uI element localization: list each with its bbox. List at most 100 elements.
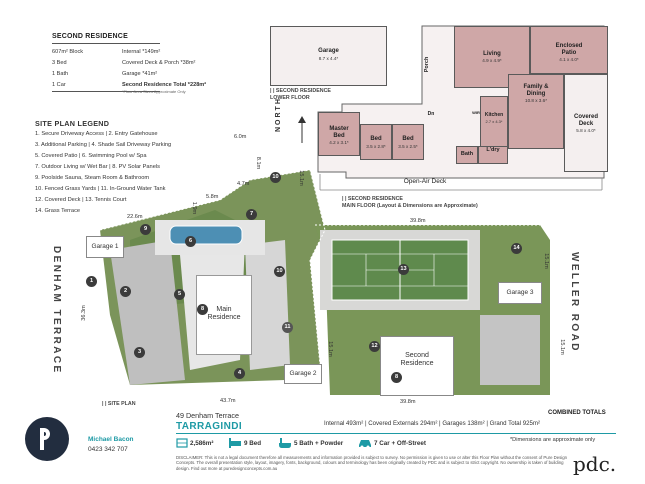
bath-icon: [279, 438, 291, 448]
legend-item: 10. Fenced Grass Yards | 11. In-Ground W…: [35, 186, 166, 192]
divider: [52, 43, 160, 44]
spec-left: 1 Car: [52, 82, 66, 88]
stat-car: 7 Car + Off-Street: [374, 440, 426, 447]
dim-label: 8.1m: [255, 156, 262, 170]
room-dim: 10.8 x 3.6*: [525, 98, 547, 103]
second-residence-title: SECOND RESIDENCE: [52, 33, 128, 40]
marker: 4: [234, 368, 245, 379]
room-bed-2: [360, 124, 392, 160]
pdc-logo: pdc.: [573, 452, 617, 476]
agent-name: Michael Bacon: [88, 436, 134, 443]
marker: 8: [391, 372, 402, 383]
room-dim: 2.7 x 4.3*: [485, 119, 503, 124]
spec-left: 1 Bath: [52, 71, 69, 77]
room-covered-deck: [564, 74, 608, 172]
lower-floor-garage: [270, 26, 387, 86]
room-dim: 3.5 x 2.8*: [366, 144, 386, 149]
main-residence-label: Main Residence: [207, 306, 241, 321]
stat-bed: 9 Bed: [244, 440, 262, 447]
dim-label: 6.0m: [234, 134, 247, 140]
room-name: Bath: [460, 151, 474, 157]
room-name: Kitchen: [484, 112, 504, 118]
room-dim: 8.7 x 4.4*: [318, 56, 339, 61]
room-bath: [456, 146, 478, 164]
main-residence-building: [196, 275, 252, 355]
street-left: DENHAM TERRACE: [51, 246, 62, 375]
site-plan-caption: | | SITE PLAN: [102, 401, 136, 407]
main-floor-caption: | | SECOND RESIDENCE MAIN FLOOR (Layout …: [342, 196, 478, 209]
marker: 6: [185, 236, 196, 247]
bed-icon: [229, 438, 241, 448]
dim-label: 1.9m: [191, 201, 198, 215]
north-arrow-icon: [298, 116, 306, 143]
legend-item: 5. Covered Patio | 6. Swimming Pool w/ S…: [35, 153, 147, 159]
room-name: Enclosed Patio: [555, 43, 583, 56]
dim-label: 15.1m: [297, 170, 304, 186]
room-bed-3: [392, 124, 424, 160]
room-name: Porch: [423, 56, 430, 73]
dim-label: 39.8m: [410, 218, 426, 224]
garage-1-building: [86, 236, 124, 258]
disclaimer: DISCLAIMER: This is not a legal document…: [176, 455, 568, 471]
dim-label: 5.8m: [206, 194, 219, 200]
dim-label: 15.1m: [558, 339, 565, 355]
lower-floor-caption: | | SECOND RESIDENCE LOWER FLOOR: [270, 88, 331, 101]
room-dim: 4.2 x 3.1*: [329, 140, 349, 145]
marker: 3: [134, 347, 145, 358]
marker: 9: [140, 224, 151, 235]
garage-3-label: Garage 3: [506, 289, 534, 296]
divider: [52, 91, 160, 92]
legend-item: 12. Covered Deck | 13. Tennis Court: [35, 197, 127, 203]
legend-title: SITE PLAN LEGEND: [35, 119, 110, 128]
room-name: Dn: [427, 111, 435, 117]
garage-2-building: [284, 364, 322, 384]
second-residence-label: Second Residence: [400, 352, 434, 367]
room-name: Bed: [402, 136, 414, 142]
dim-label: 36.3m: [80, 305, 87, 321]
room-name: Garage: [318, 48, 339, 54]
spec-right: Garage *41m²: [122, 71, 158, 77]
room-dim: 5.8 x 4.0*: [576, 128, 596, 133]
agent-phone[interactable]: 0423 342 707: [88, 446, 128, 453]
marker: 5: [174, 289, 185, 300]
marker: 12: [369, 341, 380, 352]
spec-left: 607m² Block: [52, 49, 84, 55]
spec-left: 3 Bed: [52, 60, 67, 66]
combined-title: COMBINED TOTALS: [548, 410, 606, 416]
suburb: TARRAGINDI: [176, 421, 243, 432]
spec-right: Internal *149m²: [122, 49, 161, 55]
street-right: WELLER ROAD: [569, 252, 580, 353]
marker: 7: [246, 209, 257, 220]
room-name: Master Bed: [329, 126, 349, 139]
dim-label: 22.6m: [127, 214, 143, 220]
room-name: WIR: [472, 110, 480, 115]
combined-line: Internal 493m² | Covered Externals 294m²…: [324, 420, 540, 427]
area-note: *Floor Area Sizes Approximate Only: [122, 89, 186, 94]
garage-3-building: [498, 282, 542, 304]
dim-label: 4.7m: [237, 181, 250, 187]
footer-divider: [176, 433, 616, 435]
room-dim: 3.5 x 2.5*: [398, 144, 418, 149]
dim-label: 39.8m: [400, 399, 416, 405]
room-name: L'dry: [486, 147, 500, 153]
marker: 2: [120, 286, 131, 297]
marker: 8: [197, 304, 208, 315]
site-plan-map: [99, 169, 550, 395]
land-icon: [176, 438, 188, 448]
north-label: NORTH: [275, 97, 282, 132]
address: 49 Denham Terrace: [176, 411, 239, 420]
dim-label: 15.1m: [326, 341, 333, 357]
marker: 14: [511, 243, 522, 254]
marker: 1: [86, 276, 97, 287]
dim-label: 15.1m: [542, 253, 549, 269]
second-residence-building: [380, 336, 454, 396]
open-air-deck: Open-Air Deck: [403, 178, 447, 185]
legend-item: 1. Secure Driveway Access | 2. Entry Gat…: [35, 131, 158, 137]
legend-item: 3. Additional Parking | 4. Shade Sail Dr…: [35, 142, 172, 148]
room-name: Living: [483, 51, 501, 57]
marker: 10: [270, 172, 281, 183]
spec-right: Second Residence Total *228m²: [122, 82, 207, 88]
room-master-bed: [318, 112, 360, 156]
legend-item: 14. Grass Terrace: [35, 208, 81, 214]
marker: 10: [274, 266, 285, 277]
